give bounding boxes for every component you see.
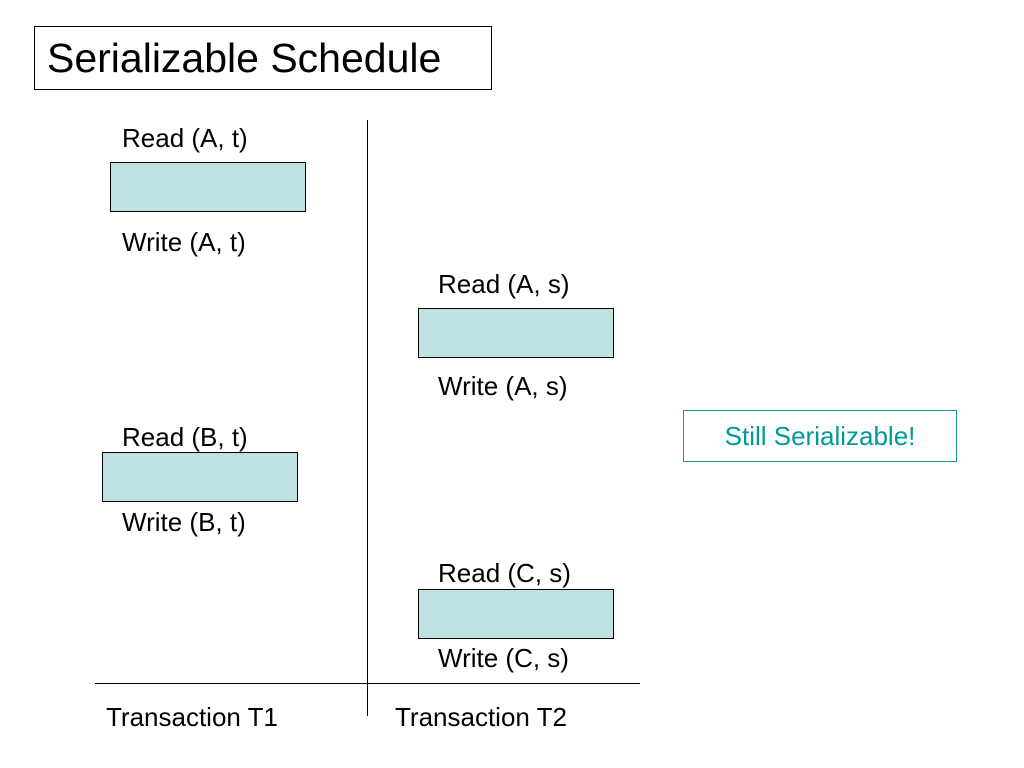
serializable-note: Still Serializable!: [683, 410, 957, 462]
t1-write-b: Write (B, t): [122, 507, 246, 537]
slide-title: Serializable Schedule: [34, 26, 492, 90]
t1-compute-block-b: [102, 452, 298, 502]
t2-write-a: Write (A, s): [438, 371, 568, 401]
t1-column-label: Transaction T1: [106, 702, 278, 732]
t2-write-c: Write (C, s): [438, 643, 569, 673]
t1-compute-block-a: [110, 162, 306, 212]
t2-compute-block-c: [418, 589, 614, 639]
t2-compute-block-a: [418, 308, 614, 358]
baseline-line: [95, 683, 640, 684]
t1-read-a: Read (A, t): [122, 123, 248, 153]
t1-read-b: Read (B, t): [122, 422, 248, 452]
t1-write-a: Write (A, t): [122, 227, 246, 257]
t2-read-a: Read (A, s): [438, 269, 570, 299]
column-divider-line: [367, 120, 368, 716]
t2-read-c: Read (C, s): [438, 558, 571, 588]
t2-column-label: Transaction T2: [395, 702, 567, 732]
